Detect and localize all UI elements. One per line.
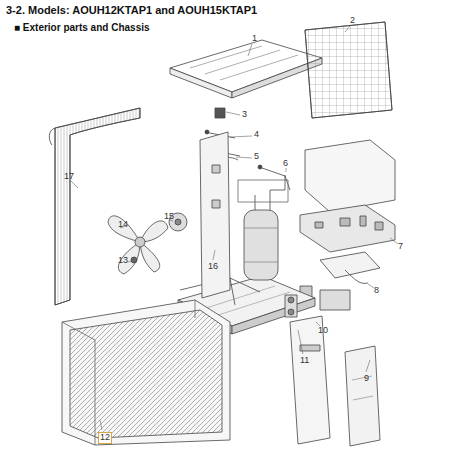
title: 3-2. Models: AOUH12KTAP1 and AOUH15KTAP1 — [6, 4, 257, 16]
callout-number: 2 — [350, 16, 355, 26]
front-panel — [62, 300, 230, 445]
callout-number: 6 — [283, 159, 288, 169]
sensor-wire — [262, 168, 290, 190]
callout-number: 16 — [208, 262, 218, 272]
callout-number: 11 — [300, 356, 309, 366]
callout-number: 14 — [118, 220, 128, 230]
side-plate — [290, 316, 330, 444]
top-panel — [170, 40, 322, 98]
reactor — [320, 290, 350, 310]
callout-number: 3 — [242, 110, 247, 120]
condenser-coil — [49, 108, 140, 305]
callout-number: 4 — [254, 130, 259, 140]
compressor — [238, 175, 288, 280]
sensor — [258, 165, 262, 169]
callout-number: 7 — [398, 242, 403, 252]
callout-number: 17 — [64, 172, 74, 182]
control-box — [300, 140, 395, 278]
callout-number: 10 — [318, 326, 328, 336]
leader-lines — [70, 26, 398, 430]
callout-number: 8 — [374, 286, 379, 296]
callout-number: 1 — [252, 34, 257, 44]
wire — [345, 270, 368, 283]
callout-number: 13 — [118, 256, 128, 266]
rear-grille — [305, 22, 392, 118]
callout-number: 5 — [254, 152, 259, 162]
side-cover — [345, 346, 380, 446]
callout-number: 9 — [364, 374, 369, 384]
section-heading: ■ Exterior parts and Chassis — [14, 22, 150, 33]
fan — [108, 216, 168, 274]
partition — [200, 132, 230, 298]
callout-number: 12 — [98, 432, 112, 444]
valve — [285, 295, 297, 317]
fan-nut — [131, 257, 137, 263]
callout-number: 15 — [164, 212, 174, 222]
